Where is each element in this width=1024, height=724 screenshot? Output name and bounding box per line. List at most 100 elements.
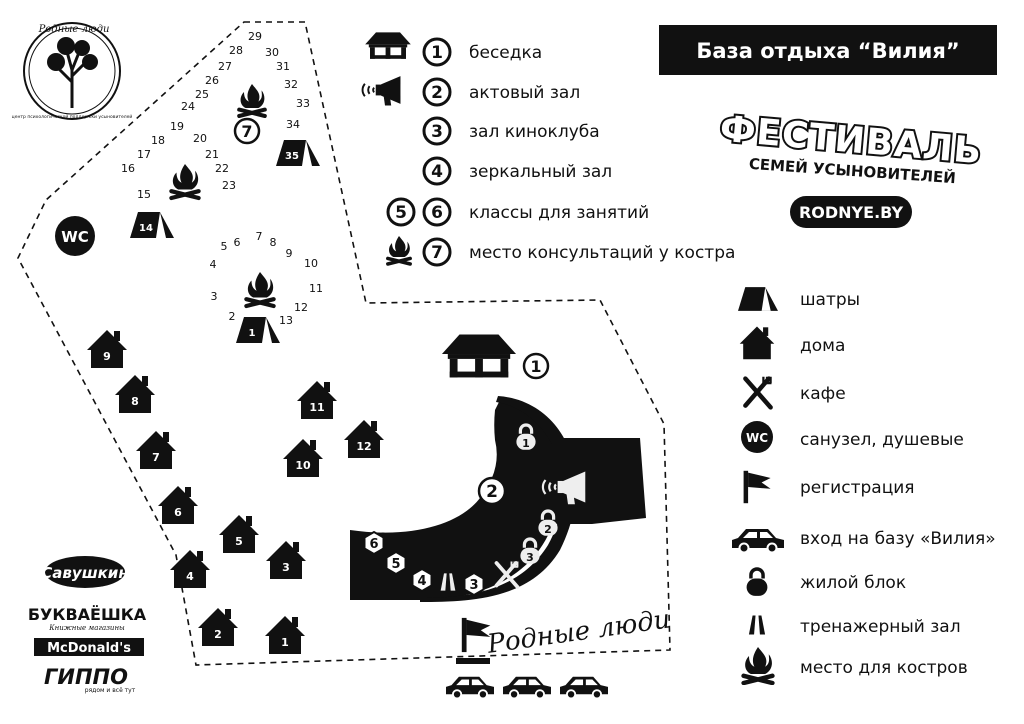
svg-text:11: 11 (309, 401, 324, 414)
legend-label: актовый зал (469, 83, 580, 103)
campfire-icon (171, 164, 198, 198)
living-block-locks: 1 23 (514, 423, 560, 566)
svg-text:12: 12 (356, 440, 371, 453)
sponsor-mcdonalds: McDonald's (34, 638, 144, 656)
svg-text:Книжные магазины: Книжные магазины (48, 624, 125, 632)
tent-number: 33 (296, 97, 310, 110)
hall-marker: 2 (477, 476, 507, 506)
living-block-3: 3 (518, 537, 542, 566)
svg-text:3: 3 (526, 551, 534, 564)
tent-number: 2 (229, 310, 236, 323)
tent-number: 18 (151, 134, 165, 147)
svg-text:6: 6 (431, 203, 443, 223)
hall-room-5: 5 (385, 550, 407, 576)
legend-flag: регистрация (743, 470, 915, 504)
tent-number: 10 (304, 257, 318, 270)
legend-label: тренажерный зал (800, 617, 961, 637)
legend-tent: шатры (738, 287, 860, 311)
living-block-2: 2 (536, 509, 560, 538)
tent-number: 13 (279, 314, 293, 327)
car-icon (445, 675, 495, 698)
logo-subtitle: центр психологической поддержки усыновит… (12, 113, 133, 120)
sponsor-gippo: ГИППО рядом и всё тут (44, 665, 136, 694)
svg-text:3: 3 (282, 561, 290, 574)
gazebo-marker: 1 (522, 352, 550, 380)
svg-text:1: 1 (522, 437, 530, 450)
legend-item-2: 2 актовый зал (361, 75, 580, 107)
tent-number: 6 (234, 236, 241, 249)
house-3: 3 (266, 541, 306, 579)
house-6: 6 (158, 486, 198, 524)
tent-1: 1 (236, 317, 280, 343)
hall-room-3: 3 (463, 571, 485, 597)
legend-label: зеркальный зал (469, 162, 612, 182)
svg-text:7: 7 (152, 451, 160, 464)
legend-label: место для костров (800, 658, 968, 678)
house-1: 1 (265, 616, 305, 654)
tent-number: 8 (270, 236, 277, 249)
house-11: 11 (297, 381, 337, 419)
svg-text:4: 4 (431, 162, 443, 182)
svg-text:БУКВАЁШКА: БУКВАЁШКА (28, 605, 147, 624)
tent-number: 28 (229, 44, 243, 57)
house-icon (739, 326, 775, 360)
wc-icon (741, 421, 773, 453)
legend-label: кафе (800, 384, 846, 404)
house-8: 8 (115, 375, 155, 413)
legend-label: дома (800, 336, 845, 356)
house-7: 7 (136, 431, 176, 469)
tent-number: 17 (137, 148, 151, 161)
legend-campfire: место для костров (744, 647, 968, 683)
svg-text:1: 1 (530, 357, 541, 376)
svg-text:рядом и всё тут: рядом и всё тут (85, 687, 136, 694)
svg-text:2: 2 (486, 482, 498, 502)
svg-text:7: 7 (431, 243, 443, 263)
tent-number: 22 (215, 162, 229, 175)
tent-number: 5 (221, 240, 228, 253)
house-12: 12 (344, 420, 384, 458)
campfire-icon (246, 272, 273, 306)
svg-text:7: 7 (241, 122, 252, 141)
svg-text:14: 14 (139, 223, 153, 234)
svg-text:2: 2 (431, 83, 443, 103)
logo-name: Родные люди (38, 24, 110, 35)
svg-text:ГИППО: ГИППО (44, 665, 128, 689)
tent-number: 24 (181, 100, 195, 113)
svg-text:35: 35 (285, 151, 299, 162)
festival-logo: ФЕСТИВАЛЬ СЕМЕЙ УСЫНОВИТЕЛЕЙ RODNYE.BY (716, 107, 986, 228)
tent-number: 9 (286, 247, 293, 260)
tent-number: 29 (248, 30, 262, 43)
title-banner: База отдыха “Вилия” (659, 25, 997, 75)
fork-knife-icon (745, 377, 771, 408)
svg-text:McDonald's: McDonald's (47, 641, 131, 656)
lock-icon (744, 567, 770, 598)
legend-label: классы для занятий (469, 203, 649, 223)
house-2: 2 (198, 608, 238, 646)
hall-room-4: 4 (411, 567, 433, 593)
tent-number: 31 (276, 60, 290, 73)
tent-number: 12 (294, 301, 308, 314)
tent-number: 19 (170, 120, 184, 133)
sponsor-savushkin: Савушкин (41, 556, 129, 588)
campfire-icon (239, 84, 265, 116)
car-icon (559, 675, 609, 698)
legend-label: шатры (800, 290, 860, 310)
tent-number: 11 (309, 282, 323, 295)
legend-car: вход на базу «Вилия» (731, 528, 996, 552)
svg-text:4: 4 (186, 570, 194, 583)
house-4: 4 (170, 550, 210, 588)
legend-fork-knife: кафе (745, 377, 846, 408)
legend-label: санузел, душевые (800, 430, 964, 450)
entrance-gate (456, 658, 490, 664)
hall-room-6: 6 (363, 530, 385, 556)
tent-number: 32 (284, 78, 298, 91)
tent-number: 16 (121, 162, 135, 175)
living-block-1: 1 (514, 423, 538, 452)
tent-number: 21 (205, 148, 219, 161)
megaphone-icon (361, 75, 402, 107)
svg-text:5: 5 (395, 203, 407, 223)
